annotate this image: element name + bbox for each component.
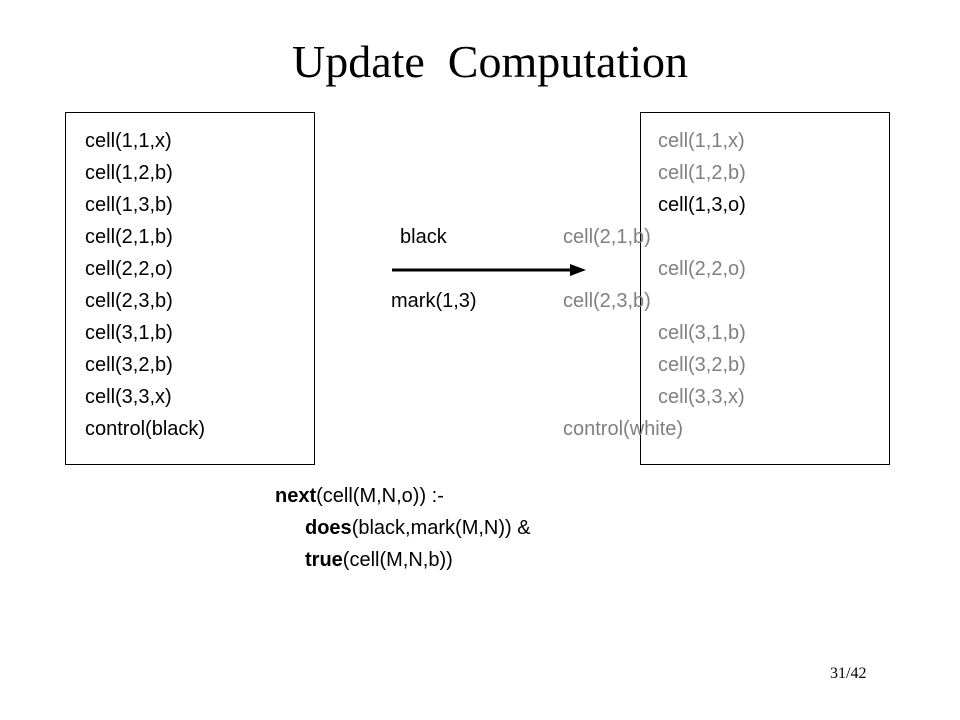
- right-state-line: control(white): [563, 418, 684, 440]
- transition-arrow: [392, 264, 586, 276]
- rule-text: (cell(M,N,b)): [342, 549, 453, 571]
- left-state-line: cell(1,2,b): [85, 162, 173, 184]
- left-state-line: cell(2,2,o): [85, 258, 173, 280]
- rule-keyword: next: [275, 485, 317, 507]
- page-number: 31/42: [830, 665, 867, 682]
- left-state-line: cell(1,1,x): [85, 130, 172, 152]
- right-state-line: cell(1,1,x): [658, 130, 745, 152]
- right-state-line: cell(1,2,b): [658, 162, 746, 184]
- left-state-line: cell(3,2,b): [85, 354, 173, 376]
- right-state-line: cell(2,3,b): [563, 290, 651, 312]
- left-state-line: cell(2,3,b): [85, 290, 173, 312]
- left-state-line: control(black): [85, 418, 206, 440]
- left-state-line: cell(3,3,x): [85, 386, 172, 408]
- action-role-label: black: [400, 226, 447, 248]
- left-state-line: cell(3,1,b): [85, 322, 173, 344]
- right-state-line: cell(2,1,b): [563, 226, 651, 248]
- left-state-line: cell(2,1,b): [85, 226, 173, 248]
- right-state-line: cell(2,2,o): [658, 258, 746, 280]
- rule-line-head: next(cell(M,N,o)) :-: [275, 482, 444, 510]
- rule-line-condition: true(cell(M,N,b)): [305, 546, 453, 574]
- rule-text: (black,mark(M,N)) &: [351, 517, 531, 539]
- rule-line-condition: does(black,mark(M,N)) &: [305, 514, 531, 542]
- slide-title: Update Computation: [291, 36, 689, 87]
- current-state-box: [65, 112, 315, 465]
- left-state-line: cell(1,3,b): [85, 194, 173, 216]
- action-move-label: mark(1,3): [391, 290, 477, 312]
- right-state-line-changed: cell(1,3,o): [658, 194, 746, 216]
- rule-keyword: true: [305, 549, 343, 571]
- right-state-line: cell(3,1,b): [658, 322, 746, 344]
- next-state-box: [640, 112, 890, 465]
- right-state-line: cell(3,2,b): [658, 354, 746, 376]
- rule-text: (cell(M,N,o)) :-: [316, 485, 444, 507]
- right-state-line: cell(3,3,x): [658, 386, 745, 408]
- rule-keyword: does: [305, 517, 352, 539]
